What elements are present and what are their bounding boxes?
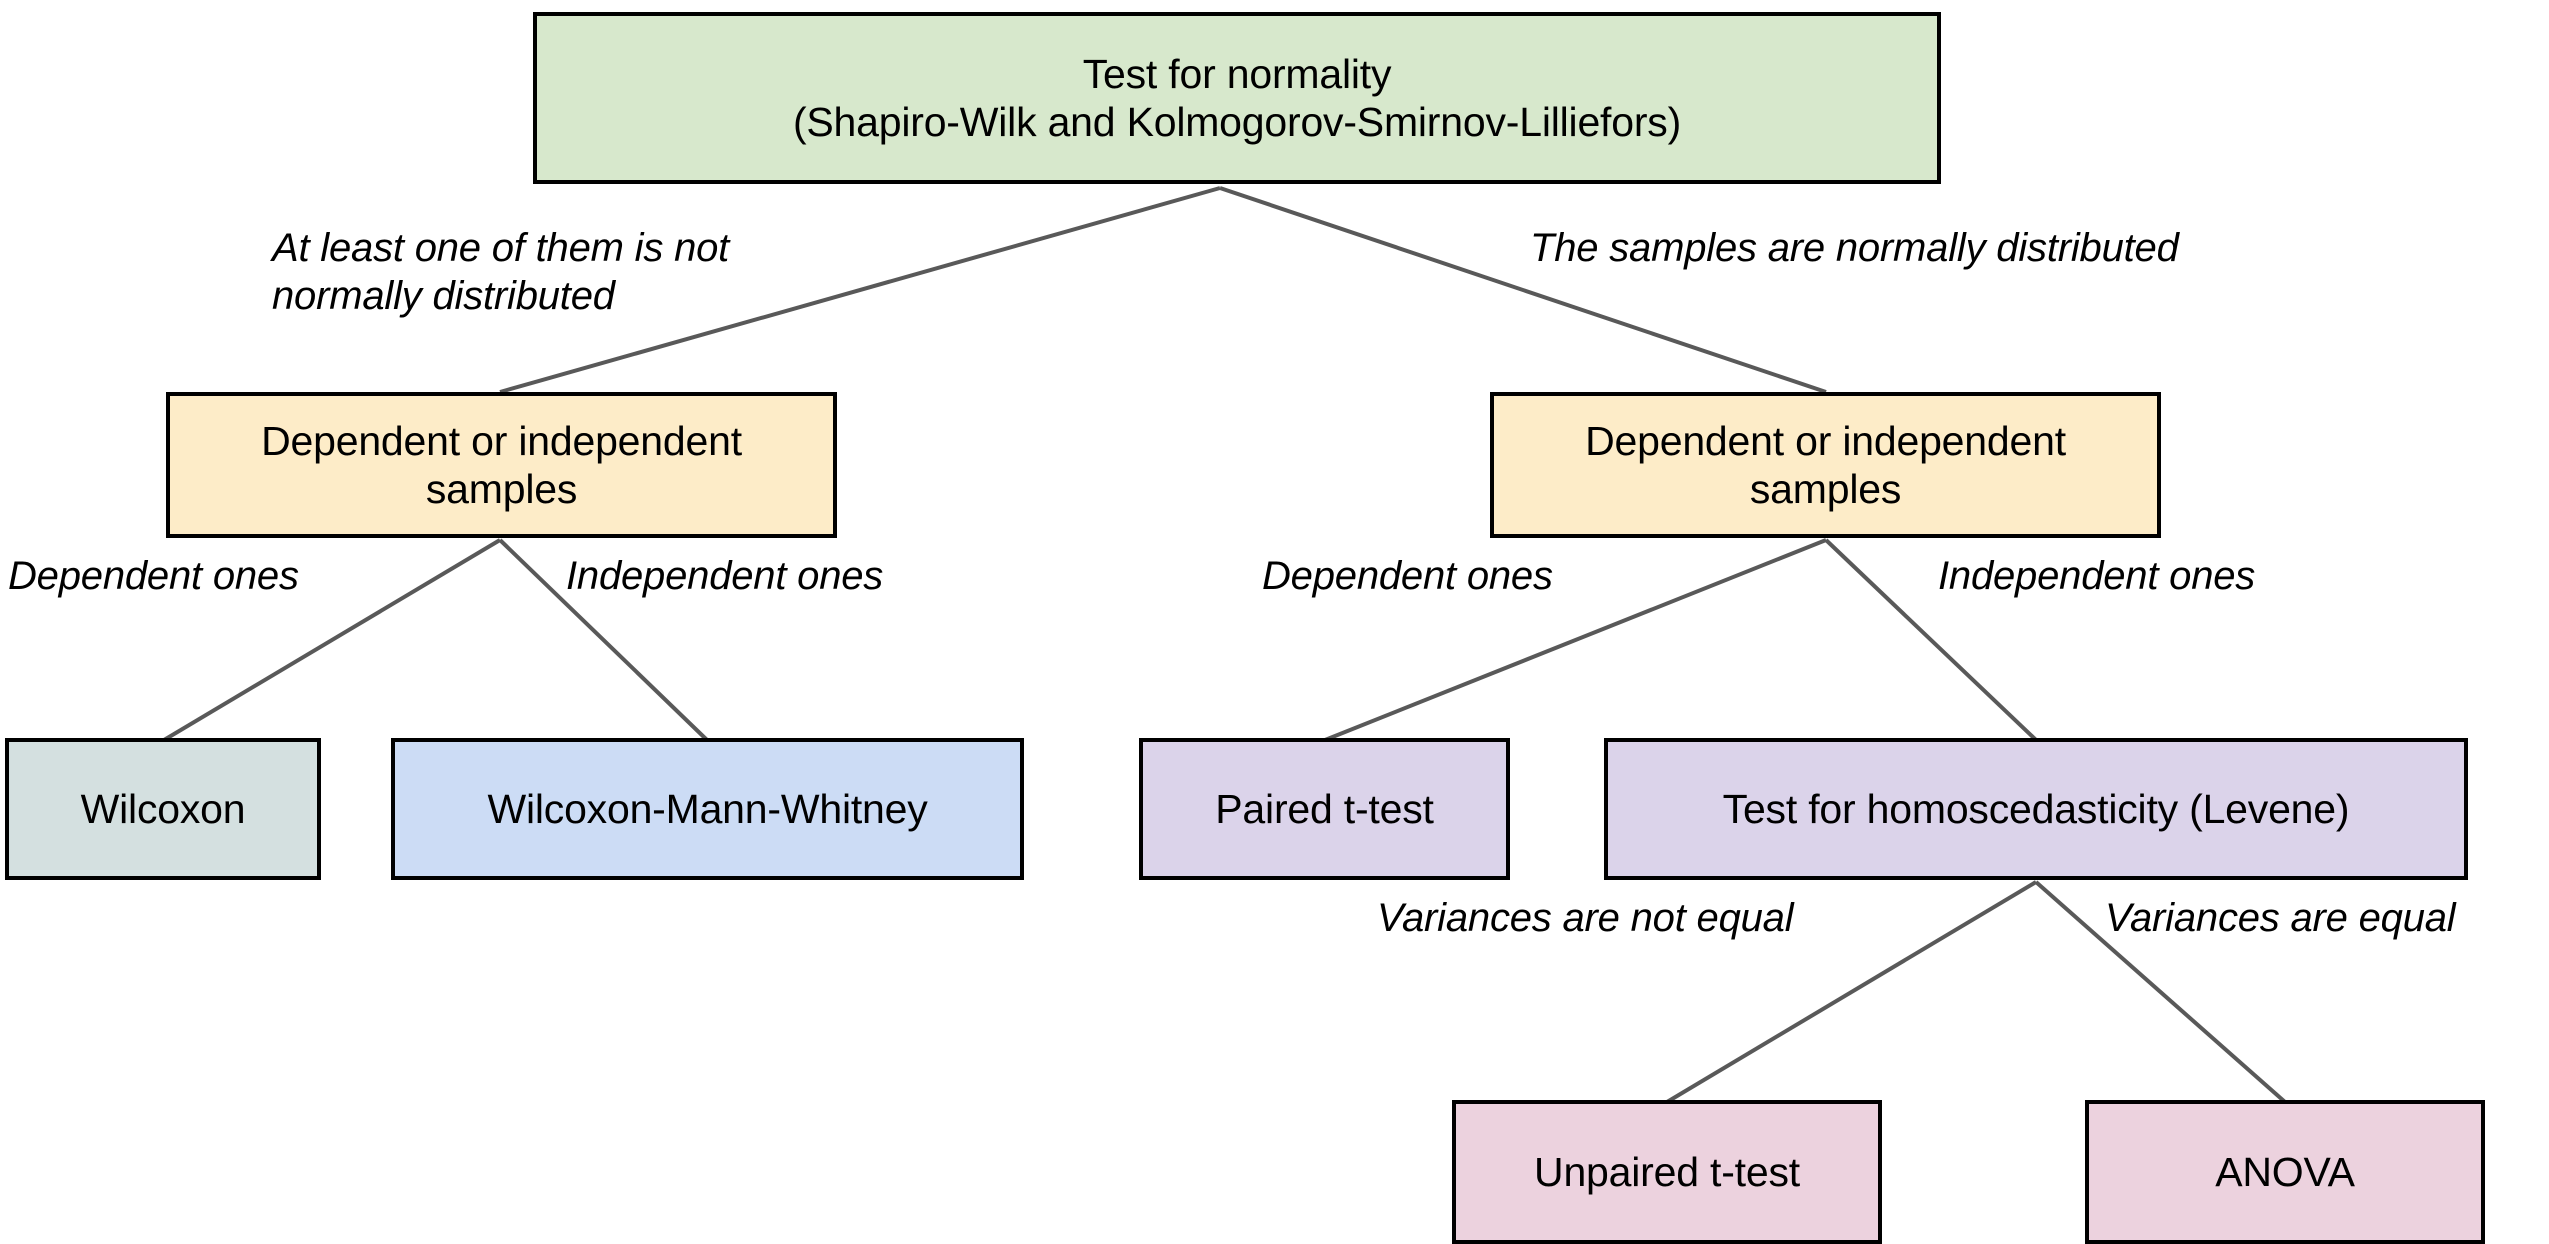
edge-normality-to-right: [1219, 186, 1827, 394]
node-wilcoxon[interactable]: Wilcoxon: [5, 738, 321, 880]
edge-levene-to-anova: [2034, 880, 2287, 1104]
edge-right-to-levene: [1824, 538, 2038, 742]
node-unpaired-t-test[interactable]: Unpaired t-test: [1452, 1100, 1882, 1244]
edge-label-independent-ones-right: Independent ones: [1938, 554, 2256, 598]
edge-label-samples-normally-distributed: The samples are normally distributed: [1530, 226, 2179, 270]
edges-group: [162, 186, 2287, 1104]
edge-left-to-wilcoxon: [162, 538, 502, 742]
edge-label-dependent-ones-left: Dependent ones: [8, 554, 299, 598]
edge-label-dependent-ones-right: Dependent ones: [1262, 554, 1553, 598]
edge-levene-to-unpaired: [1665, 880, 2038, 1104]
node-dependent-or-independent-left[interactable]: Dependent or independent samples: [166, 392, 837, 538]
edge-left-to-wmw: [498, 538, 709, 742]
node-test-for-homoscedasticity[interactable]: Test for homoscedasticity (Levene): [1604, 738, 2468, 880]
node-wilcoxon-mann-whitney[interactable]: Wilcoxon-Mann-Whitney: [391, 738, 1024, 880]
edge-right-to-paired: [1324, 538, 1827, 742]
node-test-for-normality[interactable]: Test for normality (Shapiro-Wilk and Kol…: [533, 12, 1941, 184]
node-dependent-or-independent-right[interactable]: Dependent or independent samples: [1490, 392, 2161, 538]
edge-label-variances-equal: Variances are equal: [2105, 896, 2456, 940]
edge-label-variances-not-equal: Variances are not equal: [1377, 896, 1794, 940]
node-paired-t-test[interactable]: Paired t-test: [1139, 738, 1510, 880]
edge-label-at-least-one-not-normal: At least one of them is not normally dis…: [272, 226, 730, 318]
node-anova[interactable]: ANOVA: [2085, 1100, 2485, 1244]
edge-normality-to-left: [499, 186, 1221, 394]
edge-label-independent-ones-left: Independent ones: [566, 554, 884, 598]
